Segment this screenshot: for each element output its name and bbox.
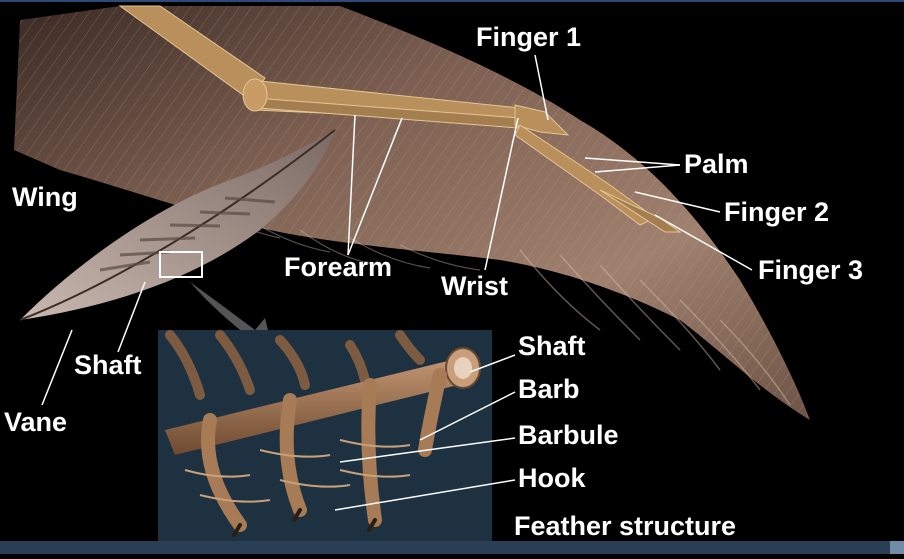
top-border [0,0,904,2]
feather-structure-detail [158,330,492,541]
bottom-bar [0,541,904,554]
label-feather-structure: Feather structure [514,511,737,541]
label-forearm: Forearm [284,252,393,282]
label-shaft-detail: Shaft [518,331,586,361]
label-finger-1: Finger 1 [476,22,582,52]
wing-shape [14,6,810,420]
wing-bones [118,5,682,233]
label-vane: Vane [4,407,68,437]
label-finger-2: Finger 2 [724,197,830,227]
feather-illustration [19,129,336,321]
label-barb: Barb [518,374,580,404]
label-wing: Wing [12,182,78,212]
label-barbule: Barbule [518,420,619,450]
label-finger-3: Finger 3 [758,255,864,285]
leader-lines [41,54,753,511]
label-palm: Palm [684,149,749,179]
label-shaft-feather: Shaft [74,350,142,380]
label-hook: Hook [518,463,586,493]
label-wrist: Wrist [441,271,509,301]
bottom-bar-corner [890,541,904,554]
